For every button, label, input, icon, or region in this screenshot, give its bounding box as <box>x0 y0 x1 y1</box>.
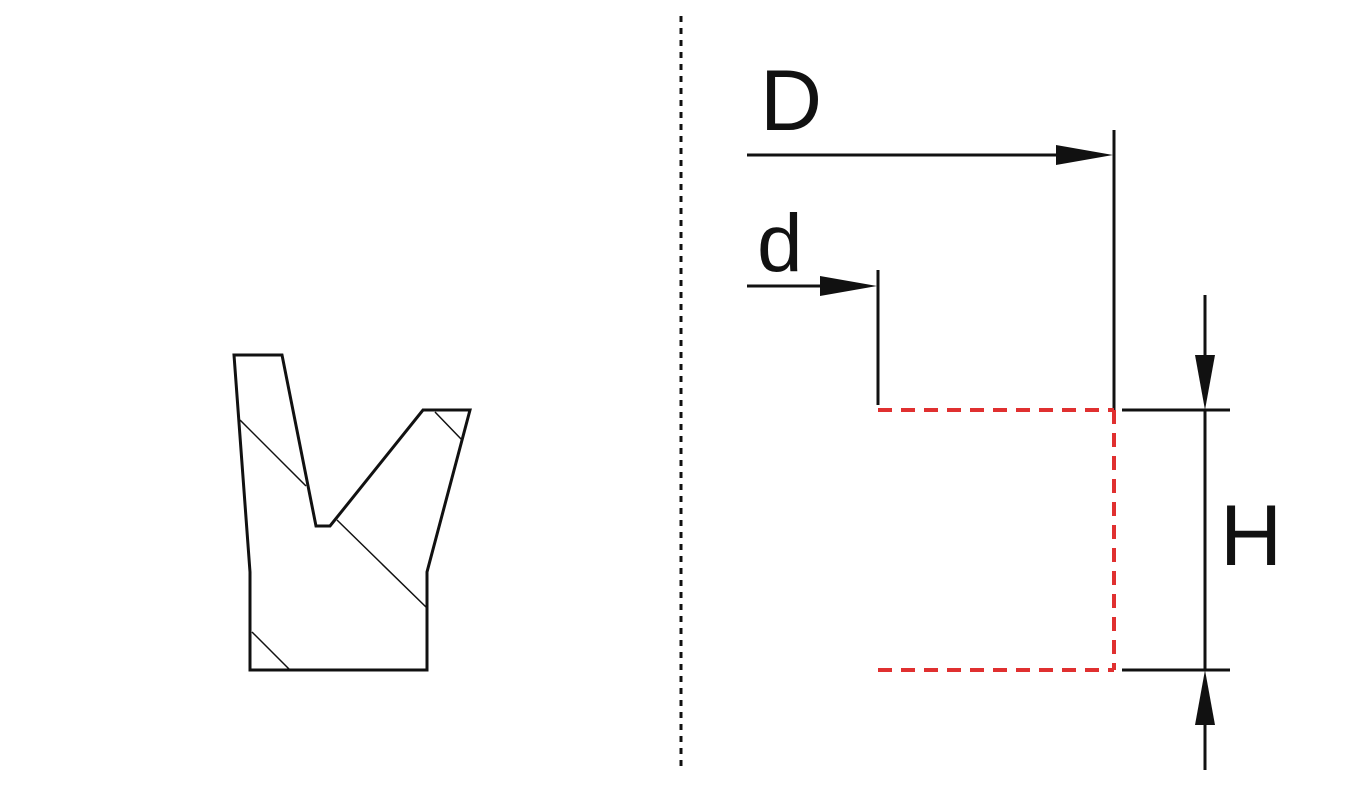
groove-outline <box>878 408 1116 672</box>
outer-diameter-arrowhead <box>1056 145 1113 165</box>
inner-diameter-arrowhead <box>820 276 877 296</box>
height-label: H <box>1220 488 1282 584</box>
outer-diameter-label: D <box>760 53 822 149</box>
outer-diameter-dimension: D <box>747 53 1116 410</box>
seal-outline <box>232 353 472 672</box>
height-bottom-arrowhead <box>1195 670 1215 725</box>
height-dimension: H <box>1122 295 1282 770</box>
hatch-line-4 <box>251 631 291 671</box>
inner-diameter-label: d <box>757 198 803 289</box>
hatch-line-2 <box>336 519 428 609</box>
inner-diameter-dimension: d <box>747 198 880 405</box>
hatch-line-3 <box>434 411 463 441</box>
seal-profile <box>232 353 472 672</box>
hatch-line-1 <box>239 419 307 487</box>
height-top-arrowhead <box>1195 355 1215 410</box>
